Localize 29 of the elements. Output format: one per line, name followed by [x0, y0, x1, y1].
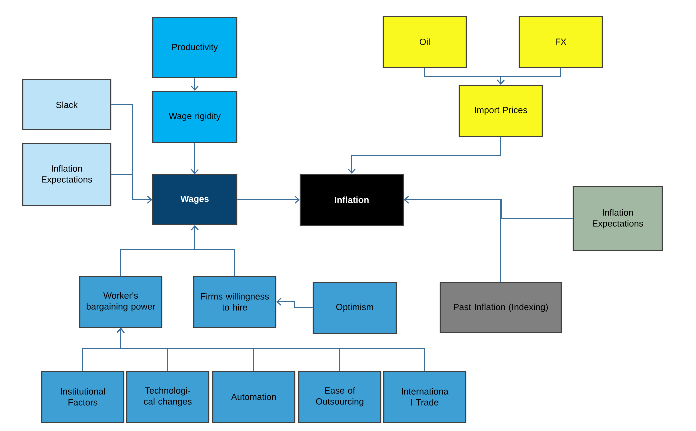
arrow	[276, 298, 314, 308]
process-box: Inflation	[300, 174, 404, 226]
process-box: Inflation Expectations	[572, 186, 664, 252]
process-box: Ease of Outsourcing	[298, 370, 382, 424]
process-box: Worker's bargaining power	[79, 276, 163, 328]
arrow	[404, 196, 502, 283]
process-box: Internationa l Trade	[383, 370, 467, 424]
arrow	[191, 226, 236, 276]
arrow	[191, 78, 199, 91]
process-box: Inflation Expectations	[22, 143, 112, 207]
process-box: Technologi- cal changes	[126, 370, 210, 424]
arrow	[348, 136, 502, 174]
process-box: FX	[518, 16, 604, 68]
process-box: Firms willingness to hire	[193, 276, 277, 328]
arrow	[237, 196, 300, 204]
process-box: Oil	[382, 16, 468, 68]
arrow	[111, 174, 152, 204]
process-box: Wages	[152, 174, 238, 226]
process-box: Import Prices	[458, 84, 544, 138]
process-box: Wage rigidity	[152, 90, 238, 144]
process-box: Optimism	[312, 282, 398, 334]
arrow	[117, 328, 426, 372]
process-box: Automation	[212, 370, 296, 424]
arrow	[191, 142, 199, 174]
process-box: Past Inflation (Indexing)	[440, 282, 562, 334]
arrow	[497, 68, 562, 85]
process-box: Productivity	[152, 17, 238, 79]
process-box: Institutional Factors	[41, 370, 125, 424]
process-box: Slack	[22, 79, 112, 131]
